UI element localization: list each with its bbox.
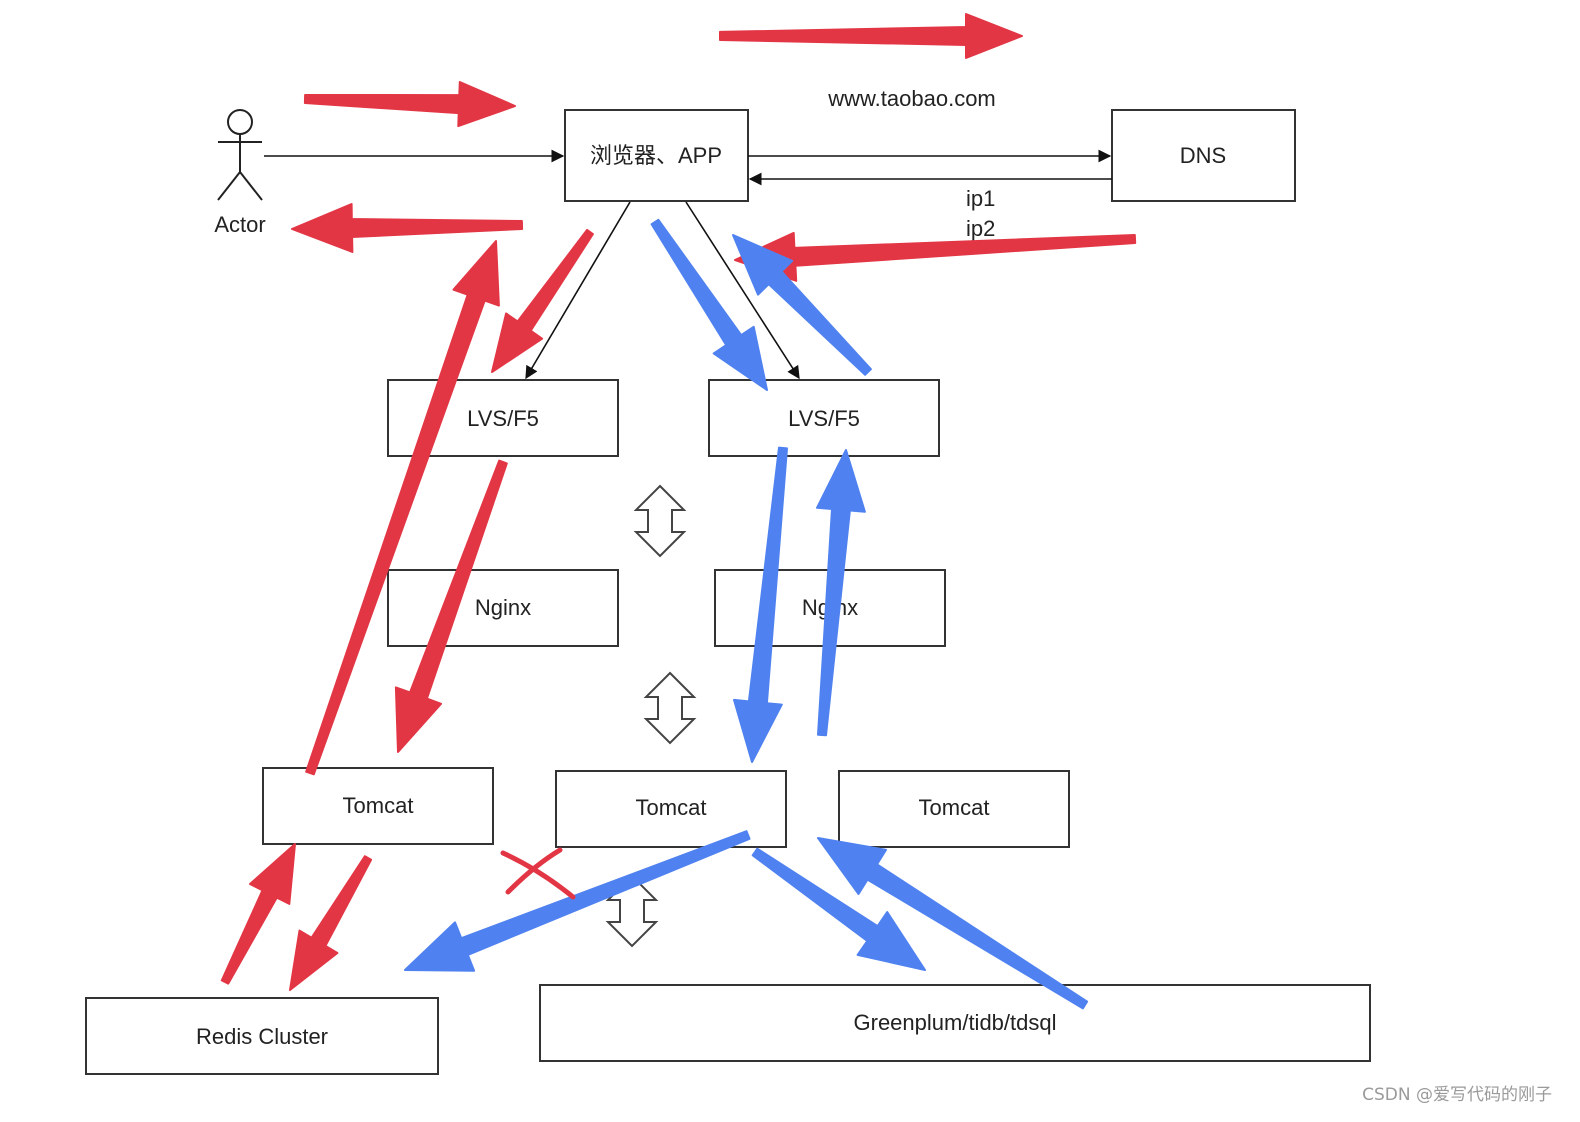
cross-mark-icon: [500, 847, 576, 900]
red-arrow-to-actor: [291, 203, 524, 253]
red-arrow-top-left: [303, 81, 516, 128]
tomcat-left-label: Tomcat: [343, 793, 414, 818]
red-arrow-redis-to-tomcat: [220, 843, 296, 985]
ip2-text: ip2: [966, 216, 995, 241]
blue-arrow-tomcat-to-redis: [404, 830, 751, 972]
dns-label: DNS: [1180, 143, 1226, 168]
double-arrow-icon-lvs-nginx: [633, 484, 687, 558]
nginx-left-label: Nginx: [475, 595, 531, 620]
database-label: Greenplum/tidb/tdsql: [854, 1010, 1057, 1035]
blue-arrow-tomcat-to-db: [751, 847, 926, 971]
nginx-left-box: [387, 569, 619, 647]
browser-label: 浏览器、APP: [590, 143, 722, 168]
browser-box: [564, 109, 749, 202]
blue-arrow-lvs-right-down: [733, 446, 788, 763]
lvs-right-label: LVS/F5: [788, 406, 860, 431]
tomcat-right-label: Tomcat: [919, 795, 990, 820]
browser-to-lvs-right-connector: [685, 201, 800, 380]
lvs-left-label: LVS/F5: [467, 406, 539, 431]
double-arrow-icon-tomcat-db: [605, 874, 659, 948]
double-arrow-icon-nginx-tomcat: [643, 671, 697, 745]
redis-box: [85, 997, 439, 1075]
tomcat-mid-label: Tomcat: [636, 795, 707, 820]
redis-label: Redis Cluster: [196, 1024, 328, 1049]
tomcat-right-box: [838, 770, 1070, 848]
dns-box: [1111, 109, 1296, 202]
browser-to-lvs-left-connector: [525, 201, 631, 380]
ip1-text: ip1: [966, 186, 995, 211]
url-text: www.taobao.com: [827, 86, 996, 111]
red-arrow-top-right: [719, 13, 1023, 59]
lvs-right-box: [708, 379, 940, 457]
tomcat-left-box: [262, 767, 494, 845]
actor-figure: [217, 109, 263, 201]
blue-arrow-browser-to-lvs-right: [650, 218, 768, 391]
red-arrow-tomcat-left-up: [305, 240, 500, 776]
actor-label: Actor: [214, 212, 265, 237]
red-arrow-tomcat-to-redis: [289, 855, 373, 991]
blue-arrow-tomcat-up: [816, 449, 866, 737]
blue-arrow-lvs-right-to-browser: [732, 234, 872, 376]
watermark-text: CSDN @爱写代码的刚子: [1362, 1085, 1552, 1105]
red-arrow-dns-to-browser: [734, 231, 1137, 282]
red-arrow-browser-to-lvs-left: [491, 228, 594, 373]
blue-arrow-db-to-tomcat: [817, 837, 1089, 1010]
red-arrow-lvs-left-to-tomcat: [394, 459, 508, 753]
database-box: [539, 984, 1371, 1062]
